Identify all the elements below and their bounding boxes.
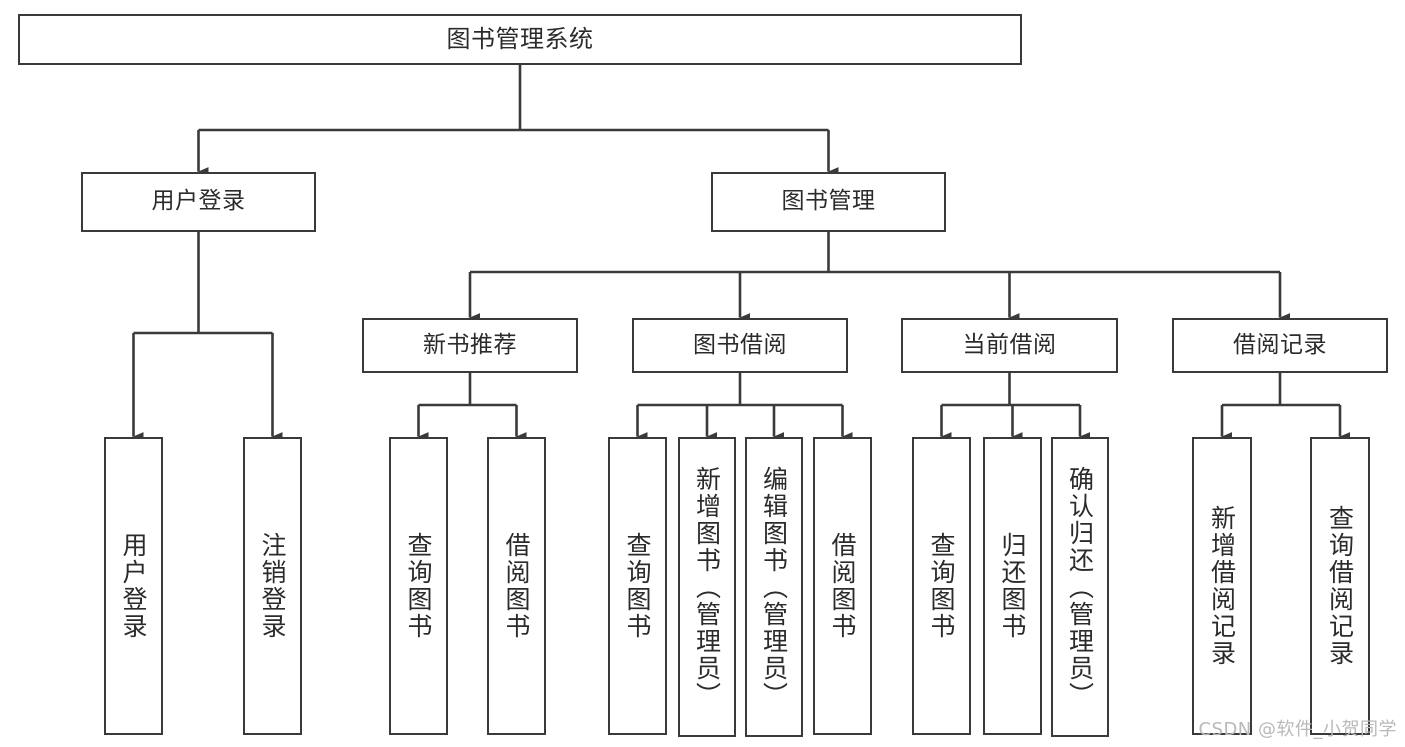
node-label: 编辑图书（管理员） xyxy=(759,465,789,709)
node-leaf-add-book[interactable]: 新增图书（管理员） xyxy=(678,437,736,737)
node-label: 新增图书（管理员） xyxy=(692,465,722,709)
node-leaf-user-login[interactable]: 用户登录 xyxy=(104,437,163,735)
node-leaf-add-record[interactable]: 新增借阅记录 xyxy=(1192,437,1252,735)
node-label: 查询图书 xyxy=(927,532,956,640)
node-label: 图书管理系统 xyxy=(446,25,594,54)
node-label: 当前借阅 xyxy=(962,331,1057,358)
node-book-borrow[interactable]: 图书借阅 xyxy=(632,318,848,373)
node-label: 查询图书 xyxy=(623,532,652,640)
node-leaf-query-book-3[interactable]: 查询图书 xyxy=(912,437,971,735)
node-root[interactable]: 图书管理系统 xyxy=(18,14,1022,65)
node-leaf-query-book-1[interactable]: 查询图书 xyxy=(389,437,448,735)
node-leaf-query-book-2[interactable]: 查询图书 xyxy=(608,437,667,735)
node-leaf-edit-book[interactable]: 编辑图书（管理员） xyxy=(745,437,803,737)
node-label: 借阅记录 xyxy=(1233,331,1327,358)
node-label: 用户登录 xyxy=(151,188,246,215)
node-user-login[interactable]: 用户登录 xyxy=(81,172,316,232)
node-leaf-user-logout[interactable]: 注销登录 xyxy=(243,437,302,735)
node-label: 确认归还（管理员） xyxy=(1065,465,1095,709)
watermark-text: CSDN @软件_小贺同学 xyxy=(1198,719,1397,740)
node-label: 查询图书 xyxy=(404,532,433,640)
node-label: 借阅图书 xyxy=(828,532,857,640)
node-current-borrow[interactable]: 当前借阅 xyxy=(901,318,1118,373)
node-leaf-borrow-book-2[interactable]: 借阅图书 xyxy=(813,437,872,735)
node-label: 查询借阅记录 xyxy=(1325,505,1355,667)
node-label: 用户登录 xyxy=(119,532,148,640)
node-leaf-borrow-book-1[interactable]: 借阅图书 xyxy=(487,437,546,735)
node-label: 图书借阅 xyxy=(693,331,787,358)
node-label: 借阅图书 xyxy=(502,532,531,640)
node-label: 新增借阅记录 xyxy=(1207,505,1237,667)
node-leaf-query-record[interactable]: 查询借阅记录 xyxy=(1310,437,1370,735)
node-label: 新书推荐 xyxy=(423,331,517,358)
node-label: 归还图书 xyxy=(998,532,1027,640)
node-label: 注销登录 xyxy=(258,532,287,640)
node-new-book-rec[interactable]: 新书推荐 xyxy=(362,318,578,373)
node-borrow-record[interactable]: 借阅记录 xyxy=(1172,318,1388,373)
node-label: 图书管理 xyxy=(781,188,876,215)
node-leaf-return-book[interactable]: 归还图书 xyxy=(983,437,1042,735)
node-leaf-confirm-return[interactable]: 确认归还（管理员） xyxy=(1051,437,1109,737)
node-book-manage[interactable]: 图书管理 xyxy=(711,172,946,232)
